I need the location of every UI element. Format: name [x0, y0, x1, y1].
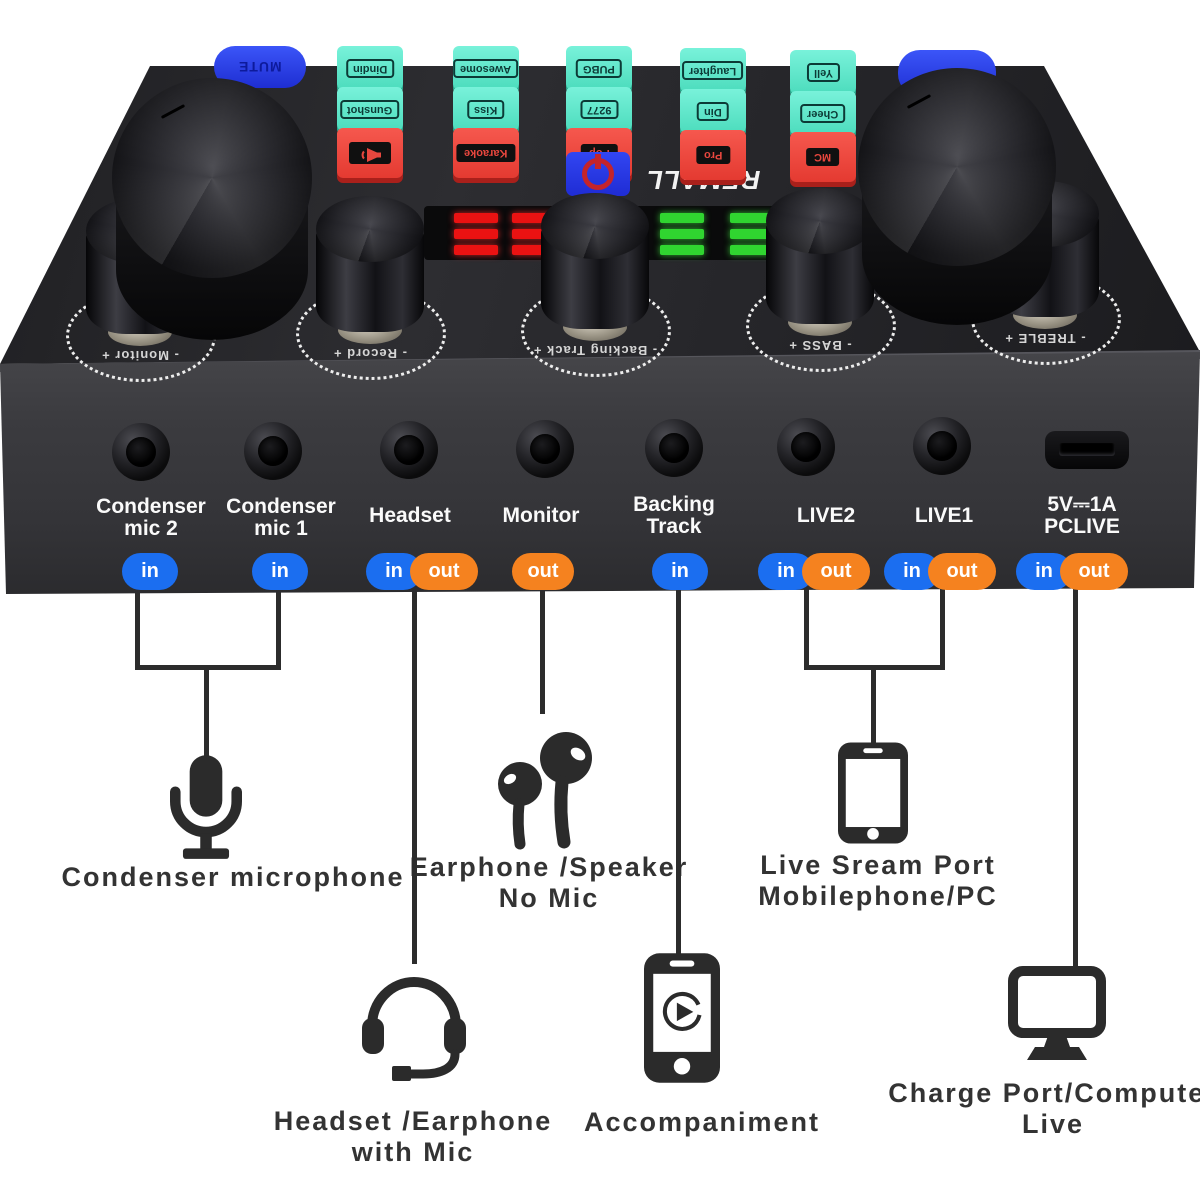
live1-jack [913, 417, 971, 475]
effect-pad-column-4: Laughter Din Pro [680, 48, 746, 180]
line-monitor [540, 586, 545, 714]
port-label-live2: LIVE2 [796, 504, 856, 527]
effect-pad-pubg: PUBG [566, 46, 632, 90]
live2-jack [777, 418, 835, 476]
line-mic2 [135, 586, 140, 670]
monitor-jack [516, 420, 574, 478]
effect-pad-column-5: Yell Cheer MC [790, 50, 856, 182]
effect-pad-label: Pro [695, 146, 731, 164]
effect-pad-label: Kiss [467, 99, 505, 119]
line-mic1 [276, 586, 281, 670]
effect-pad-column-1: Dindin Gunshot [337, 46, 403, 178]
effect-pad-9277: 9277 [566, 87, 632, 131]
effect-pad-karaoke: Karaoke [453, 128, 519, 178]
effect-pad-mc: MC [790, 132, 856, 182]
music-phone-icon [644, 953, 720, 1088]
badge-in-backing-track: in [652, 553, 708, 590]
monitor-knob-label: - Monitor + [101, 348, 179, 363]
effect-pad-laughter: Laughter [680, 48, 746, 92]
condenser-mic2-jack [112, 423, 170, 481]
effect-pad-label: 9277 [579, 99, 619, 119]
headset-with-mic-icon [352, 962, 476, 1095]
line-pclive [1073, 586, 1078, 968]
line-live2 [804, 586, 809, 670]
main-knob-right [858, 68, 1056, 266]
effect-pad-label: Dindin [345, 58, 395, 78]
effect-pad-label: MC [806, 148, 840, 166]
effect-pad-din: Din [680, 89, 746, 133]
badge-in-headset: in [366, 553, 422, 590]
badge-in-live2: in [758, 553, 814, 590]
bass-knob [746, 184, 896, 372]
port-label-live1: LIVE1 [914, 504, 974, 527]
horn-icon [349, 142, 391, 164]
effect-pad-column-2: Awesome Kiss Karaoke [453, 46, 519, 178]
badge-out-headset: out [410, 553, 478, 590]
backing-track-jack [645, 419, 703, 477]
badge-out-monitor: out [512, 553, 574, 590]
effect-pad-label: Laughter [682, 60, 744, 80]
effect-pad-gunshot: Gunshot [337, 87, 403, 131]
effect-pad-label: Yell [806, 62, 840, 82]
effect-pad-label: Cheer [800, 103, 846, 123]
badge-out-live2: out [802, 553, 870, 590]
line-mic-stub [204, 665, 209, 757]
caption-accompaniment: Accompaniment [583, 1107, 821, 1137]
effect-pad-pro: Pro [680, 130, 746, 180]
badge-in-condenser-mic2: in [122, 553, 178, 590]
smartphone-icon [838, 742, 908, 849]
main-knob-left [112, 78, 312, 278]
badge-out-live1: out [928, 553, 996, 590]
power-icon [582, 154, 614, 190]
effect-pad-label: Gunshot [340, 99, 400, 119]
port-label-monitor: Monitor [502, 504, 580, 527]
condenser-mic1-jack [244, 422, 302, 480]
badge-in-condenser-mic1: in [252, 553, 308, 590]
line-backing-track [676, 586, 681, 956]
effect-pad-label: Awesome [453, 58, 519, 78]
effect-pad-label: Din [697, 101, 729, 121]
badge-out-pclive: out [1060, 553, 1128, 590]
effect-pad-label: Karaoke [456, 144, 516, 162]
effect-pad-yell: Yell [790, 50, 856, 94]
effect-pad-dindin: Dindin [337, 46, 403, 90]
caption-condenser-microphone: Condenser microphone [61, 862, 405, 892]
effect-pad-label: PUBG [576, 58, 622, 78]
line-headset [412, 586, 417, 964]
line-live-stub [871, 665, 876, 743]
backing-track-knob-label: - Backing Track + [532, 343, 658, 358]
computer-monitor-icon [1006, 966, 1108, 1071]
effect-pad-cheer: Cheer [790, 91, 856, 135]
effect-pad-horn [337, 128, 403, 178]
power-button [566, 152, 630, 196]
earbuds-icon [494, 728, 598, 857]
record-knob [296, 192, 446, 380]
headset-jack [380, 421, 438, 479]
mute-button-label: MUTE [238, 59, 282, 75]
backing-track-knob [521, 189, 671, 377]
line-live1 [940, 586, 945, 670]
device-front-panel [0, 352, 1200, 594]
usb-charge-port [1045, 431, 1129, 469]
effect-pad-kiss: Kiss [453, 87, 519, 131]
treble-knob-label: - TREBLE + [1004, 331, 1086, 346]
port-label-headset: Headset [369, 504, 451, 527]
effect-pad-awesome: Awesome [453, 46, 519, 90]
microphone-icon [158, 754, 254, 869]
bass-knob-label: - BASS + [788, 338, 852, 353]
record-knob-label: - Record + [333, 346, 407, 361]
